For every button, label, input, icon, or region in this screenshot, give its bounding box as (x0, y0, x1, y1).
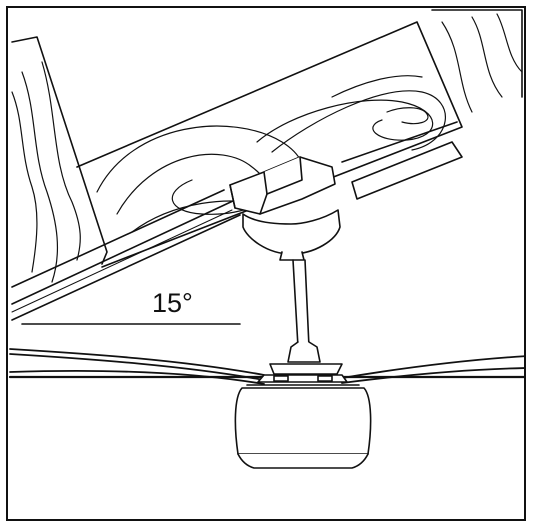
beam-upper-edge (11, 189, 225, 288)
ceiling-bracket (229, 156, 336, 215)
ceiling-fan-diagram: 15° (8, 9, 524, 469)
wood-grain-3 (256, 99, 434, 143)
left-post (11, 36, 108, 283)
beam-right-segment (351, 141, 463, 200)
right-blade-bottom (341, 367, 524, 384)
angle-label: 15° (152, 288, 193, 318)
motor-top-rim (257, 374, 348, 383)
downrod-body (292, 259, 310, 348)
left-post-grain-1 (21, 71, 59, 283)
light-kit-lens (237, 453, 369, 469)
motor-bolt-right (317, 375, 333, 382)
left-post-outline (11, 36, 108, 265)
right-post-outline (431, 9, 523, 98)
diagram-frame: 15° (6, 6, 526, 521)
left-post-grain-3 (41, 61, 81, 261)
mounting-block-top-face (263, 156, 303, 195)
motor-bolt-left (273, 375, 289, 382)
downrod-coupler (287, 341, 321, 363)
wood-grain-5 (331, 75, 423, 98)
beam-right-top (341, 121, 458, 163)
canopy (242, 209, 341, 261)
motor-housing (234, 374, 372, 469)
right-post-grain-1 (441, 21, 473, 113)
sloped-ceiling-beam (11, 121, 463, 321)
right-post-grain-3 (496, 13, 523, 73)
motor-bowl (234, 387, 372, 455)
motor-collar (269, 363, 343, 375)
left-blade-mid (9, 353, 265, 381)
wood-grain-6 (386, 107, 429, 125)
beam-groove (11, 209, 233, 313)
beam-bottom-edge (11, 214, 241, 321)
mounting-block-edge-2 (259, 193, 268, 215)
left-blade-top (9, 348, 265, 376)
downrod (269, 259, 343, 375)
beam-lower-edge (11, 199, 236, 305)
wood-grain-4 (271, 90, 446, 153)
left-post-grain-2 (11, 91, 38, 273)
right-blade-top (341, 355, 524, 379)
canopy-neck (279, 251, 305, 261)
right-post (431, 9, 523, 113)
left-blade-bottom (9, 370, 265, 385)
mounting-block-edge-1 (229, 184, 236, 209)
right-post-grain-2 (471, 16, 503, 98)
canopy-dome (242, 209, 341, 255)
